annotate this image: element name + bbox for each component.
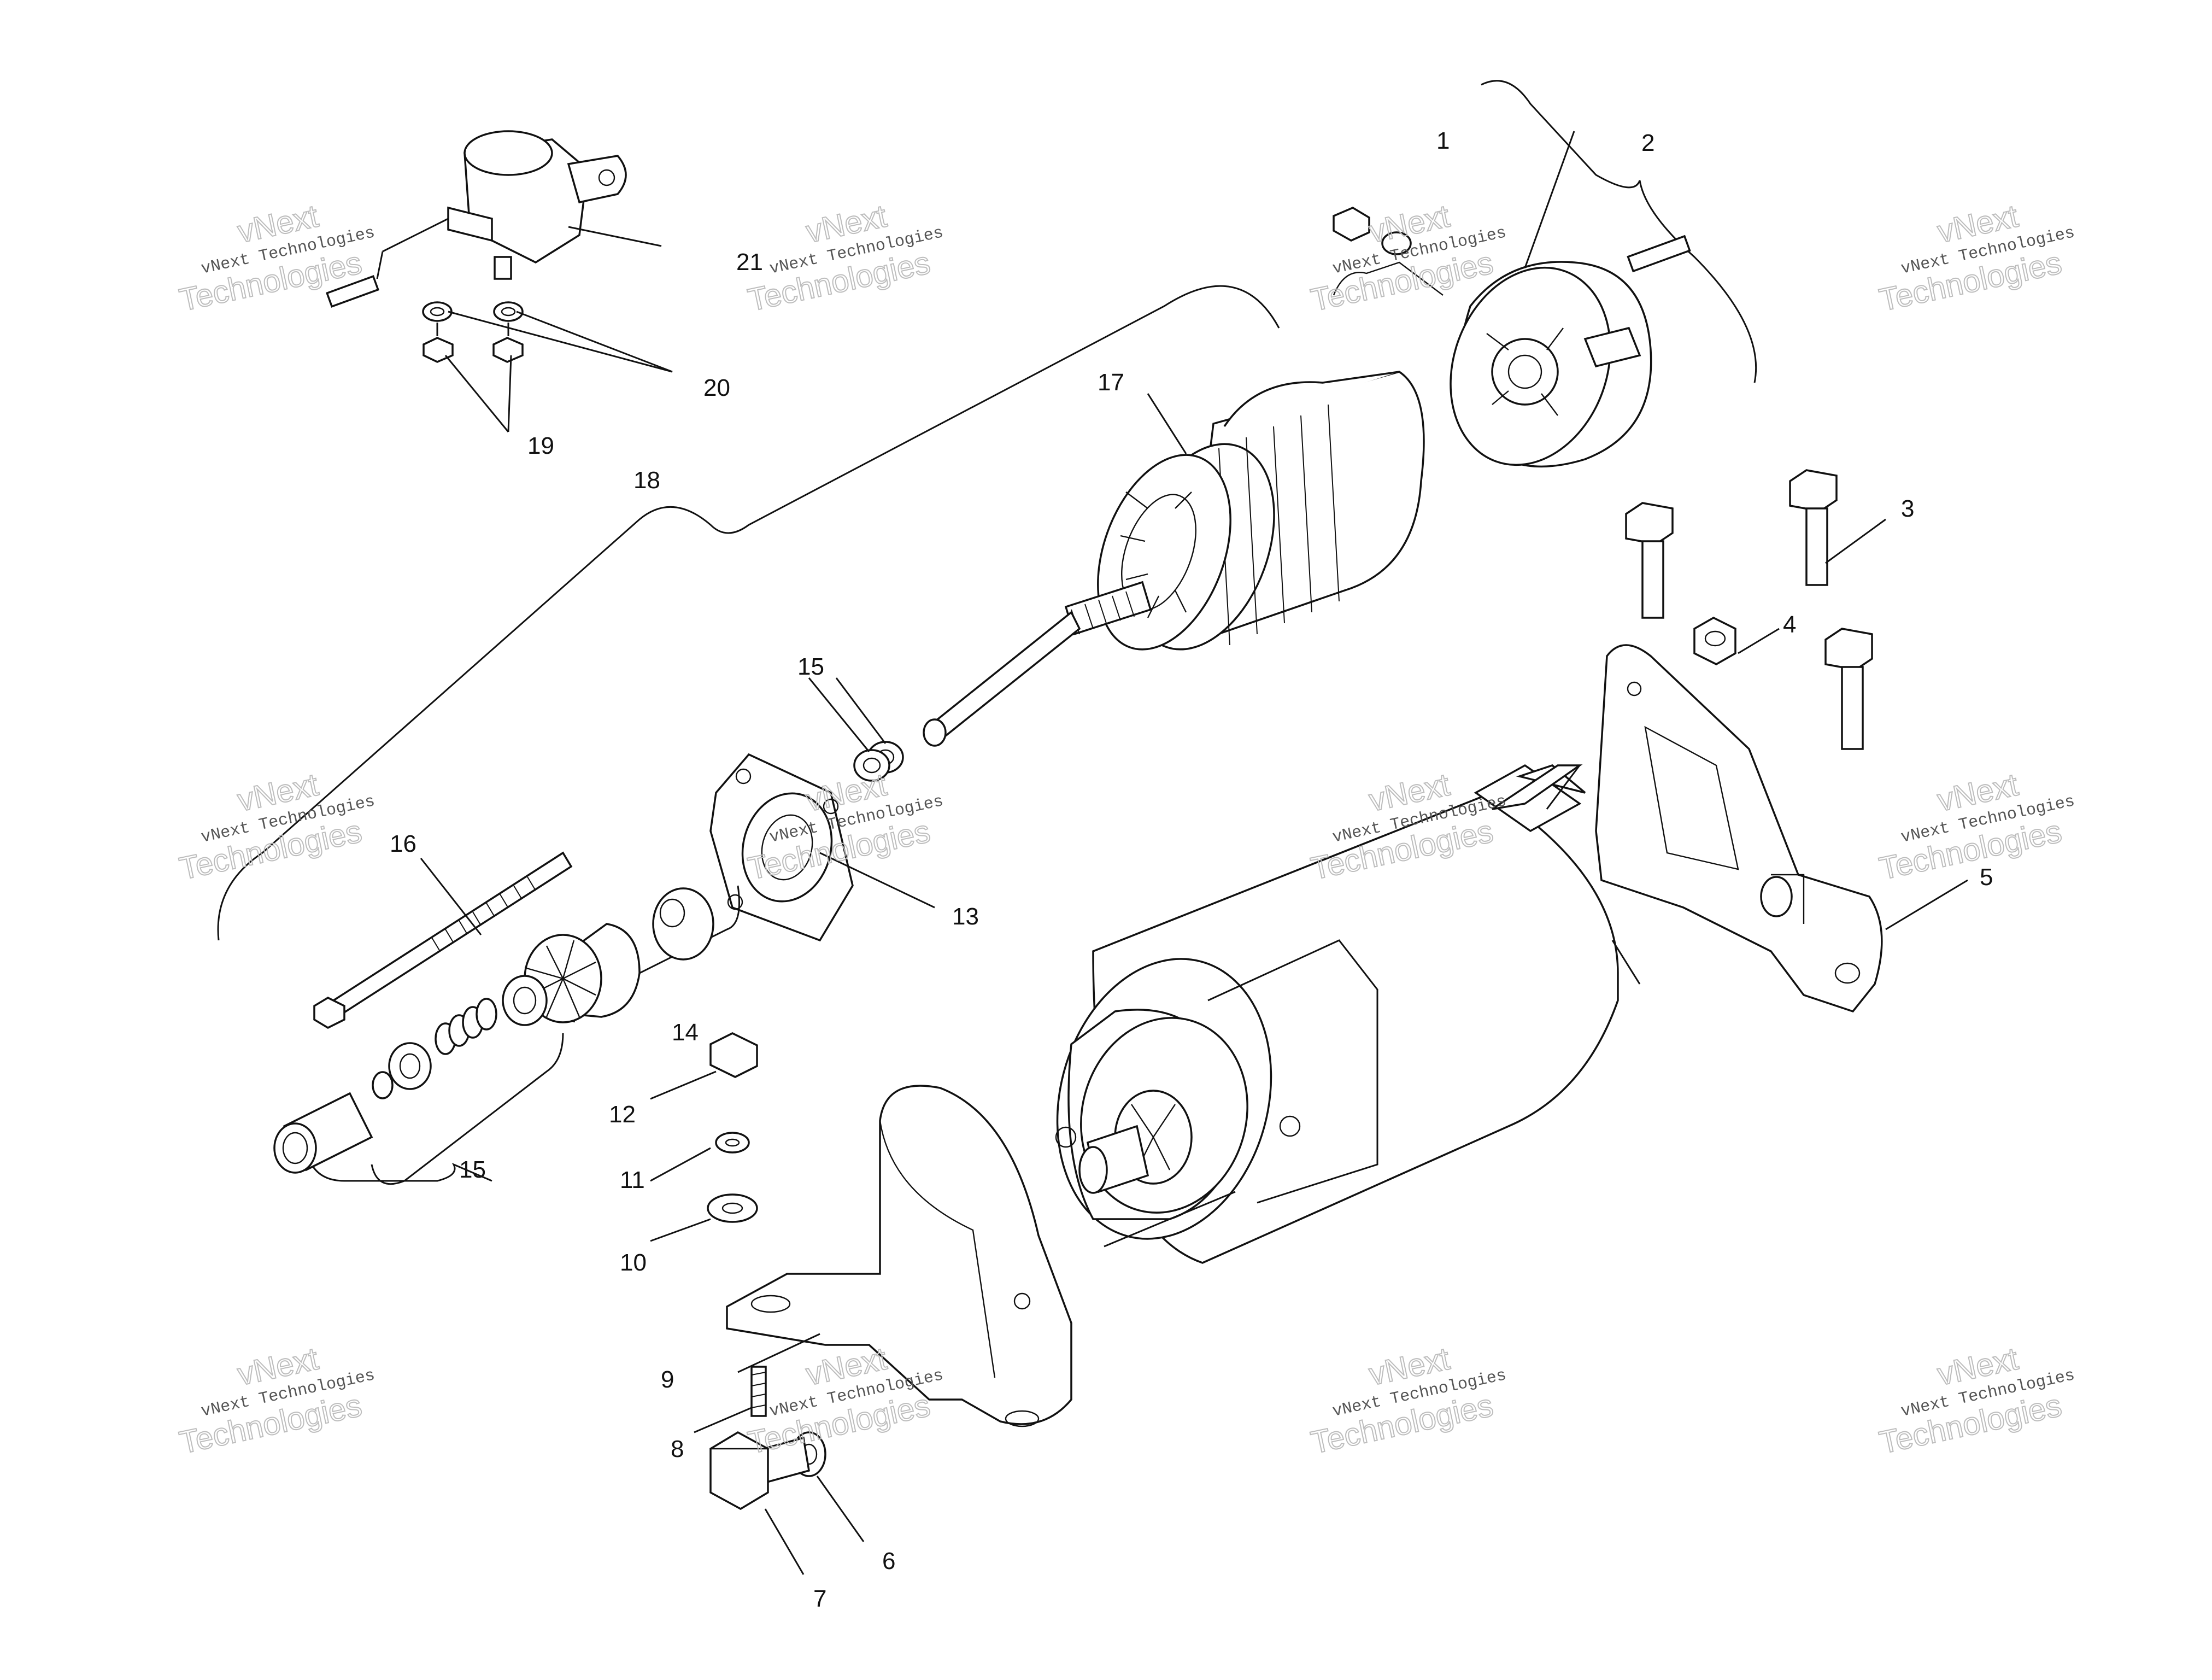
- watermark-9: vNext vNext Technologies Technologies: [176, 1341, 377, 1461]
- callout-19: 19: [527, 432, 554, 459]
- bracket-2: [1481, 80, 1757, 383]
- callout-8: 8: [671, 1436, 684, 1462]
- bracket-18: [217, 285, 1280, 941]
- watermark-11: vNext vNext Technologies Technologies: [1307, 1341, 1508, 1461]
- watermark-12: vNext vNext Technologies Technologies: [1876, 1341, 2076, 1461]
- callout-1: 1: [1436, 127, 1450, 154]
- lock-washer-11: [715, 1132, 750, 1154]
- end-cover: [1450, 131, 1691, 468]
- callout-9: 9: [661, 1366, 674, 1393]
- callout-17: 17: [1098, 369, 1124, 396]
- callout-12: 12: [609, 1101, 636, 1128]
- callout-2: 2: [1641, 130, 1654, 156]
- set-screw-8: [750, 1366, 767, 1417]
- drive-end-plate: [709, 753, 854, 942]
- drive-collar: [502, 975, 548, 1026]
- flat-washer-10: [707, 1193, 758, 1223]
- rear-bracket: [1595, 644, 1883, 1013]
- starter-solenoid: [326, 130, 662, 308]
- drive-spring: [435, 998, 497, 1055]
- callout-6: 6: [882, 1548, 895, 1574]
- thrust-washers: [853, 741, 904, 782]
- callout-15-top: 15: [797, 653, 824, 680]
- bolt-3c: [1824, 628, 1873, 750]
- callout-21: 21: [736, 249, 763, 276]
- hex-bolt-7: [709, 1431, 810, 1511]
- watermark-2: vNext vNext Technologies Technologies: [744, 198, 945, 319]
- callout-15-bottom: 15: [459, 1156, 486, 1183]
- solenoid-nuts-19: [423, 337, 524, 363]
- bolt-3b: [1789, 469, 1838, 586]
- callout-13: 13: [952, 903, 979, 930]
- callout-5: 5: [1980, 864, 1993, 891]
- end-cover-nut: [1333, 207, 1444, 296]
- callout-14: 14: [672, 1019, 699, 1046]
- callout-7: 7: [813, 1585, 826, 1612]
- callout-18: 18: [633, 467, 660, 494]
- callout-10: 10: [620, 1249, 647, 1276]
- nut-14: [709, 1032, 758, 1078]
- nut-4: [1693, 617, 1736, 665]
- drive-sleeve: [273, 1092, 373, 1174]
- callout-4: 4: [1783, 611, 1796, 638]
- armature: [923, 371, 1425, 747]
- solenoid-washers-20: [422, 301, 524, 322]
- through-bolt: [313, 851, 573, 1029]
- bolt-3a: [1625, 502, 1674, 619]
- callout-3: 3: [1901, 495, 1914, 522]
- callout-20: 20: [703, 374, 730, 401]
- mounting-bracket: [726, 1085, 1072, 1427]
- drive-rings: [372, 1042, 432, 1099]
- drive-cup: [652, 887, 714, 961]
- starter-motor-housing: [1055, 764, 1641, 1264]
- watermark-4: vNext vNext Technologies Technologies: [1876, 198, 2076, 319]
- callout-11: 11: [620, 1167, 645, 1193]
- callout-16: 16: [390, 830, 416, 857]
- watermark-8: vNext vNext Technologies Technologies: [1876, 766, 2076, 887]
